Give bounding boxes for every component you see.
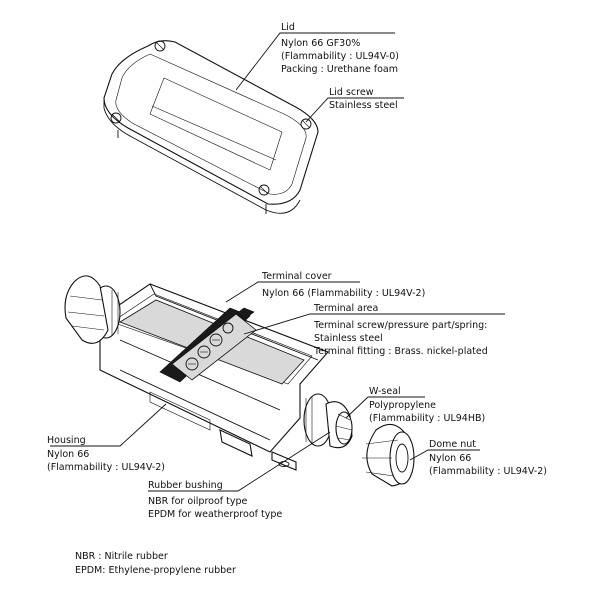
callout-housing: Housing Nylon 66 (Flammability : UL94V-2… xyxy=(47,435,165,473)
housing-title: Housing xyxy=(47,435,86,446)
leader-lines xyxy=(50,32,505,492)
lid-flammability: (Flammability : UL94V-0) xyxy=(281,51,399,62)
callout-rubber-bushing: Rubber bushing NBR for oilproof type EPD… xyxy=(148,480,282,520)
rubber-bushing-nbr: NBR for oilproof type xyxy=(148,496,248,507)
lid-screw-material: Stainless steel xyxy=(329,100,398,111)
callout-terminal-area: Terminal area Terminal screw/pressure pa… xyxy=(313,303,488,357)
terminal-area-title: Terminal area xyxy=(313,303,378,314)
rubber-bushing-title: Rubber bushing xyxy=(148,480,223,491)
footnote-epdm: EPDM: Ethylene-propylene rubber xyxy=(75,565,236,576)
rubber-bushing-epdm: EPDM for weatherproof type xyxy=(148,509,282,520)
right-gland-drawing xyxy=(303,393,353,449)
callout-lid: Lid Nylon 66 GF30% (Flammability : UL94V… xyxy=(281,22,399,75)
lid-title: Lid xyxy=(281,22,295,33)
terminal-cover-title: Terminal cover xyxy=(261,271,332,282)
callout-dome-nut: Dome nut Nylon 66 (Flammability : UL94V-… xyxy=(429,439,547,477)
w-seal-material: Polypropylene xyxy=(369,400,436,411)
housing-flammability: (Flammability : UL94V-2) xyxy=(47,462,165,473)
lid-drawing xyxy=(103,40,319,214)
callout-terminal-cover: Terminal cover Nylon 66 (Flammability : … xyxy=(261,271,425,299)
w-seal-title: W-seal xyxy=(369,386,401,397)
footnote-nbr: NBR : Nitrile rubber xyxy=(75,551,168,562)
left-gland-drawing xyxy=(64,275,121,344)
w-seal-flammability: (Flammability : UL94HB) xyxy=(369,413,485,424)
dome-nut-flammability: (Flammability : UL94V-2) xyxy=(429,466,547,477)
lid-screw-title: Lid screw xyxy=(329,87,374,98)
dome-nut-title: Dome nut xyxy=(429,439,476,450)
footnotes: NBR : Nitrile rubber EPDM: Ethylene-prop… xyxy=(75,551,236,576)
callout-lid-screw: Lid screw Stainless steel xyxy=(329,87,398,111)
callout-w-seal: W-seal Polypropylene (Flammability : UL9… xyxy=(369,386,485,424)
dome-nut-material: Nylon 66 xyxy=(429,453,471,464)
terminal-area-steel: Stainless steel xyxy=(314,333,383,344)
terminal-area-screw: Terminal screw/pressure part/spring: xyxy=(313,320,487,331)
housing-drawing xyxy=(99,283,329,471)
dome-nut-drawing xyxy=(362,423,415,487)
housing-material: Nylon 66 xyxy=(47,449,89,460)
lid-packing: Packing : Urethane foam xyxy=(281,64,398,75)
lid-material: Nylon 66 GF30% xyxy=(281,38,360,49)
terminal-cover-material: Nylon 66 (Flammability : UL94V-2) xyxy=(262,288,425,299)
terminal-area-fitting: Terminal fitting : Brass. nickel-plated xyxy=(313,346,488,357)
terminal-block-drawing xyxy=(159,307,257,383)
